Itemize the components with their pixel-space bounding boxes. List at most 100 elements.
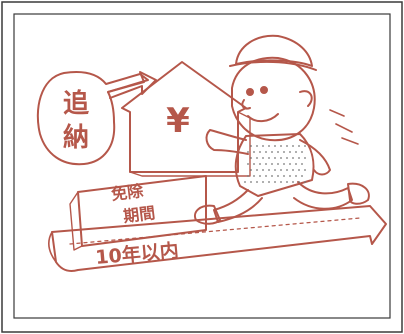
shirt-dot (289, 163, 291, 165)
shirt-dot (247, 175, 249, 177)
house-sign (121, 61, 247, 173)
shirt-dot (259, 163, 261, 165)
man-ear (299, 90, 313, 107)
bubble-arrow (107, 71, 157, 99)
shirt-dot (295, 163, 297, 165)
shirt-dot (298, 169, 300, 171)
shirt-dot (304, 181, 306, 183)
shirt-dot (268, 157, 270, 159)
man-shoe-front (194, 204, 221, 225)
shirt-dot (244, 181, 246, 183)
man-hat (235, 34, 313, 67)
ribbon-fold (48, 231, 57, 263)
shirt-dot (271, 151, 273, 153)
shirt-dot (256, 169, 258, 171)
yen-symbol: ¥ (166, 101, 190, 141)
shirt-dot (247, 151, 249, 153)
shirt-dot (250, 181, 252, 183)
shirt-dot (262, 145, 264, 147)
shirt-dot (286, 181, 288, 183)
man-back-arm (299, 139, 331, 176)
inner-frame (13, 13, 391, 319)
shirt-dot (268, 145, 270, 147)
exemption-label-line-2: 期間 (122, 203, 156, 226)
motion-line-1 (335, 123, 353, 133)
shirt-dot (265, 163, 267, 165)
shirt-dot (271, 175, 273, 177)
shirt-dot (304, 169, 306, 171)
shirt-dot (292, 169, 294, 171)
shirt-dot (274, 157, 276, 159)
exemption-label-line-1: 免除 (110, 181, 145, 204)
shirt-dot (265, 151, 267, 153)
shirt-dot (283, 151, 285, 153)
shirt-dot (256, 145, 258, 147)
shirt-dot (271, 163, 273, 165)
shirt-dot (304, 145, 306, 147)
ribbon-arrow (51, 205, 387, 272)
shirt-dot (259, 175, 261, 177)
shirt-dot (268, 169, 270, 171)
exemption-block-edge (69, 191, 83, 251)
shirt-dot (298, 181, 300, 183)
motion-line-2 (341, 137, 359, 145)
shirt-dot (295, 175, 297, 177)
motion-line-3 (329, 109, 345, 117)
shirt-dot (253, 163, 255, 165)
shirt-dot (253, 151, 255, 153)
shirt-dot (262, 169, 264, 171)
shirt-dot (256, 157, 258, 159)
man-head (231, 56, 316, 142)
shirt-dot (289, 151, 291, 153)
shirt-dot (301, 163, 303, 165)
shirt-dot (292, 157, 294, 159)
man-shoe-back (347, 182, 370, 205)
shirt-dot (250, 145, 252, 147)
speech-bubble (36, 71, 149, 166)
callout-char-1: 追 (63, 88, 89, 119)
shirt-dot (301, 151, 303, 153)
shirt-dot (280, 169, 282, 171)
shirt-dot (274, 145, 276, 147)
shirt-dot (274, 181, 276, 183)
shirt-dot (274, 169, 276, 171)
shirt-dot (250, 169, 252, 171)
shirt-dot (265, 175, 267, 177)
shirt-dot (259, 151, 261, 153)
man-arm (205, 129, 249, 155)
man-mouth (247, 113, 279, 122)
shirt-dot (286, 169, 288, 171)
man-leg-front (213, 189, 263, 223)
shirt-dot (298, 157, 300, 159)
shirt-dot (283, 163, 285, 165)
shirt-dots (244, 145, 306, 183)
man-nose (241, 99, 251, 110)
shirt-dot (286, 145, 288, 147)
shirt-dot (277, 151, 279, 153)
ribbon-dash (69, 217, 361, 245)
man-eye-right (260, 86, 268, 94)
callout-char-2: 納 (63, 122, 89, 153)
shirt-dot (262, 181, 264, 183)
shirt-dot (304, 157, 306, 159)
shirt-dot (268, 181, 270, 183)
man-hat-brim (229, 60, 317, 71)
exemption-block (77, 175, 207, 247)
man-leg-back (293, 181, 353, 210)
shirt-dot (283, 175, 285, 177)
man-eye-left (246, 88, 254, 96)
shirt-dot (292, 181, 294, 183)
shirt-dot (295, 151, 297, 153)
shirt-dot (280, 145, 282, 147)
shirt-dot (277, 163, 279, 165)
shirt-dot (286, 157, 288, 159)
shirt-dot (301, 175, 303, 177)
shirt-dot (253, 175, 255, 177)
shirt-dot (247, 163, 249, 165)
house-sign-shadow (129, 111, 251, 177)
shirt-dot (292, 145, 294, 147)
shirt-dot (256, 181, 258, 183)
shirt-dot (277, 175, 279, 177)
